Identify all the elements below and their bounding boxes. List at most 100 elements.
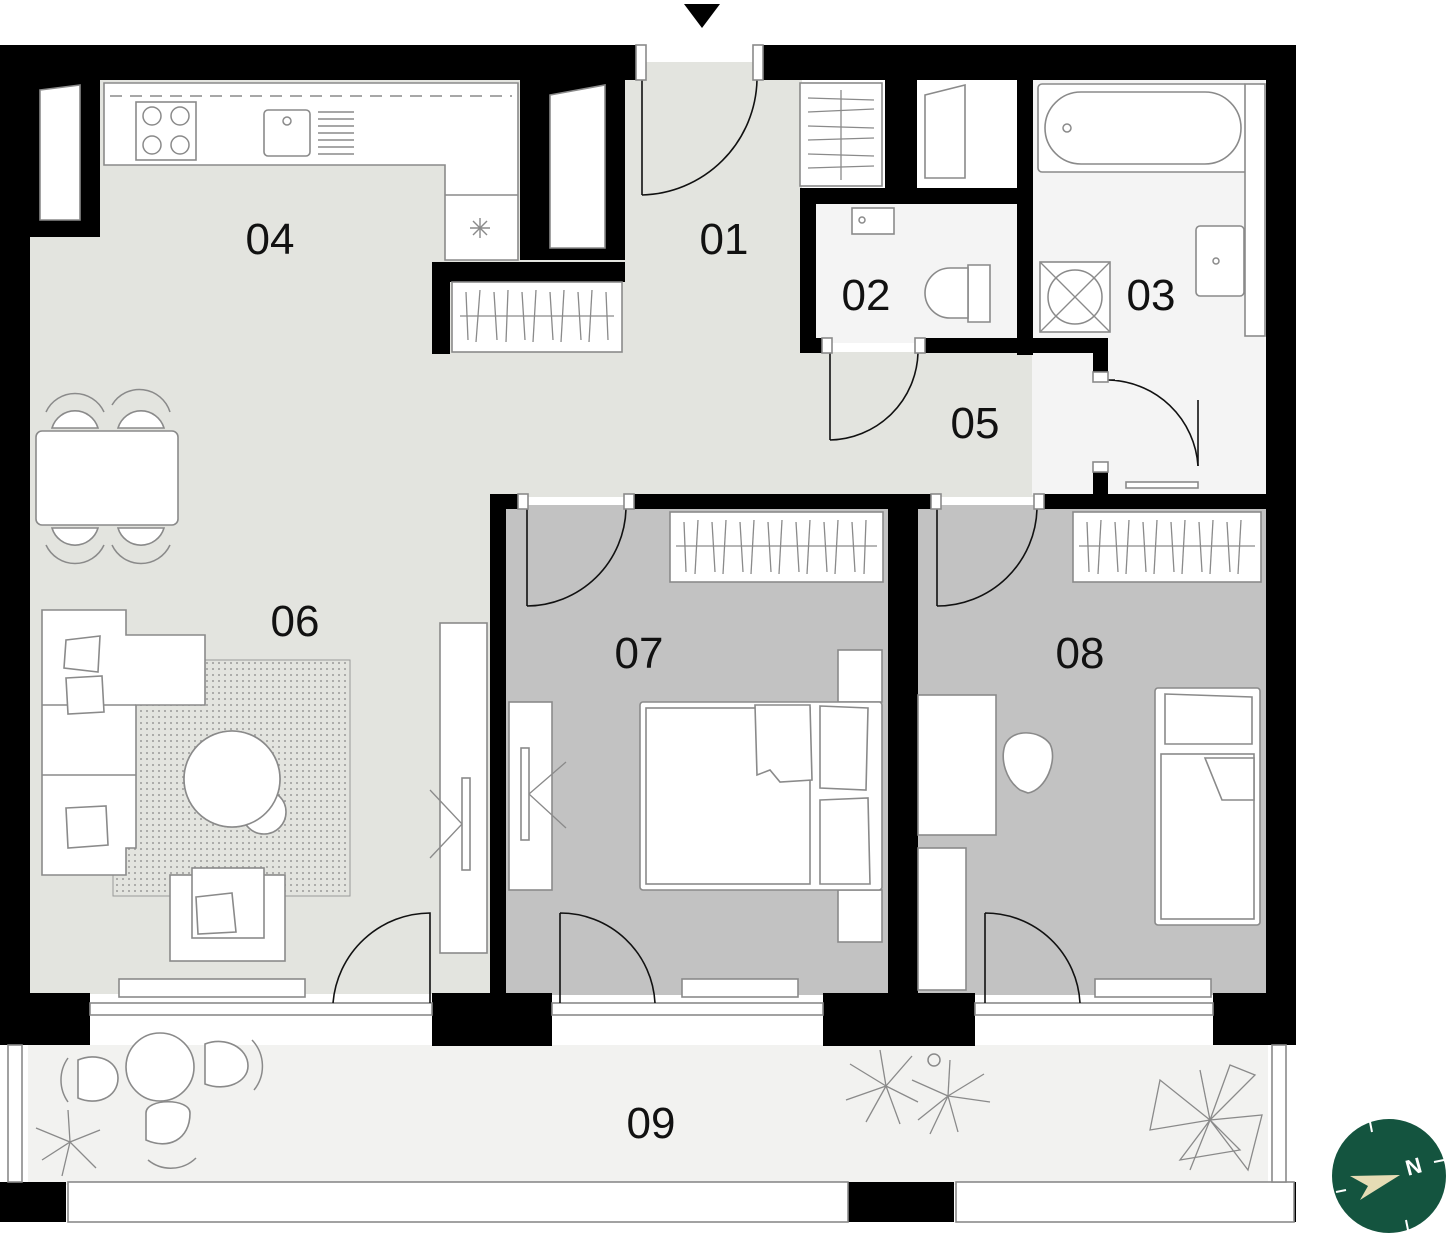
railing-right	[1271, 1044, 1287, 1183]
floor-room-01	[622, 62, 802, 352]
wall-bottom-block-2	[432, 993, 552, 1046]
room-label-06: 06	[271, 597, 320, 646]
room-label-02: 02	[842, 271, 891, 320]
tv-07	[520, 747, 530, 841]
door-balcony-07	[559, 912, 656, 1004]
wc-sink	[851, 207, 895, 235]
wall-top-right	[757, 45, 1295, 80]
dining-table	[35, 430, 179, 526]
railing-bottom-left	[67, 1181, 849, 1223]
room-label-09: 09	[627, 1099, 676, 1148]
wall-room-07-left	[490, 494, 506, 994]
railing-left	[7, 1044, 23, 1183]
plant-icon	[35, 1109, 101, 1177]
wall-wc-right	[1017, 80, 1033, 355]
wall-hall-bottom-3	[1043, 494, 1268, 509]
sink	[263, 109, 311, 157]
bedroom-07-furniture	[508, 649, 883, 998]
door-02	[829, 352, 919, 441]
wall-room-07-08	[888, 494, 918, 994]
desk-chair	[1002, 732, 1054, 794]
room-label-04: 04	[246, 215, 295, 264]
cushion	[195, 892, 237, 935]
wall-kitchen-stub	[432, 262, 625, 282]
living-room-furniture	[35, 388, 488, 998]
wall-bottom-block-3	[823, 993, 975, 1046]
nightstand	[837, 649, 883, 703]
kitchen-counter	[103, 82, 519, 261]
floor-room-05	[490, 352, 1104, 497]
doors	[332, 44, 1199, 1004]
nightstand	[837, 889, 883, 943]
window-04-right	[549, 84, 606, 249]
cushion	[65, 675, 105, 715]
hob	[135, 101, 197, 161]
room-label-03: 03	[1127, 271, 1176, 320]
wall-bath-left-stub	[1093, 338, 1108, 378]
wall-right	[1266, 45, 1296, 995]
wall-hall-top	[925, 338, 1105, 353]
door-balcony-06	[332, 912, 431, 1004]
wardrobes	[451, 82, 1262, 583]
wall-hall-bottom-2	[633, 494, 933, 509]
wall-kitchen-stub-v	[432, 262, 450, 354]
pillow	[819, 797, 871, 885]
windows	[7, 83, 1295, 1223]
wall-wc-jamb	[885, 80, 917, 188]
window-bottom-06	[89, 1002, 433, 1016]
compass-north-label: N	[1403, 1152, 1425, 1180]
wall-terrace-bottom-mid	[848, 1182, 954, 1222]
door-03	[1107, 379, 1199, 467]
door-balcony-08	[984, 912, 1081, 1004]
radiator-06	[118, 978, 306, 998]
door-07	[526, 508, 627, 607]
cushion	[65, 805, 109, 849]
bathroom-fixtures	[851, 83, 1266, 489]
room-label-08: 08	[1056, 629, 1105, 678]
window-bottom-08	[974, 1002, 1214, 1016]
railing-bottom-right	[955, 1181, 1295, 1223]
bath-radiator	[1125, 481, 1199, 489]
wall-left	[0, 45, 30, 1045]
drainboard	[318, 111, 354, 155]
window-03	[924, 83, 966, 179]
bedroom-08-furniture	[917, 687, 1261, 998]
room-labels: 01 02 03 04 05 06 07 08 09	[246, 215, 1176, 1148]
wall-wc-top	[800, 188, 1032, 204]
pillow	[819, 705, 869, 791]
tv	[461, 777, 471, 871]
bath-sink	[1195, 225, 1245, 297]
wall-wc-left	[800, 188, 816, 353]
compass-arrow-icon	[1350, 1175, 1400, 1200]
extractor-icon	[470, 218, 490, 238]
window-04-left	[39, 84, 81, 221]
radiator-08	[1094, 978, 1212, 998]
wardrobe-07	[669, 511, 884, 583]
wall-bottom-block-4	[1213, 993, 1296, 1045]
window-bottom-07	[551, 1002, 824, 1016]
entrance-arrow-icon	[684, 4, 720, 28]
compass: N	[1332, 1119, 1446, 1233]
desk-08	[917, 694, 997, 836]
cabinet-08	[917, 847, 967, 991]
room-label-01: 01	[700, 215, 749, 264]
plant-icon	[911, 1059, 991, 1135]
pillow	[1164, 693, 1253, 745]
cushion	[63, 635, 101, 673]
plant-icon	[1149, 1064, 1263, 1172]
room-label-07: 07	[615, 629, 664, 678]
terrace-table	[125, 1032, 195, 1102]
door-08	[936, 508, 1038, 607]
room-label-05: 05	[951, 399, 1000, 448]
terrace-furniture	[35, 1032, 1263, 1177]
radiator-07	[681, 978, 799, 998]
wall-top-left	[0, 45, 642, 80]
toilet	[967, 264, 991, 323]
kitchen	[103, 82, 519, 261]
wall-wc-bottom	[800, 338, 822, 353]
wall-bottom-block-1	[0, 993, 90, 1045]
wall-terrace-bottom-left	[0, 1182, 66, 1222]
door-entrance	[641, 79, 758, 196]
plant-icon	[845, 1049, 919, 1125]
